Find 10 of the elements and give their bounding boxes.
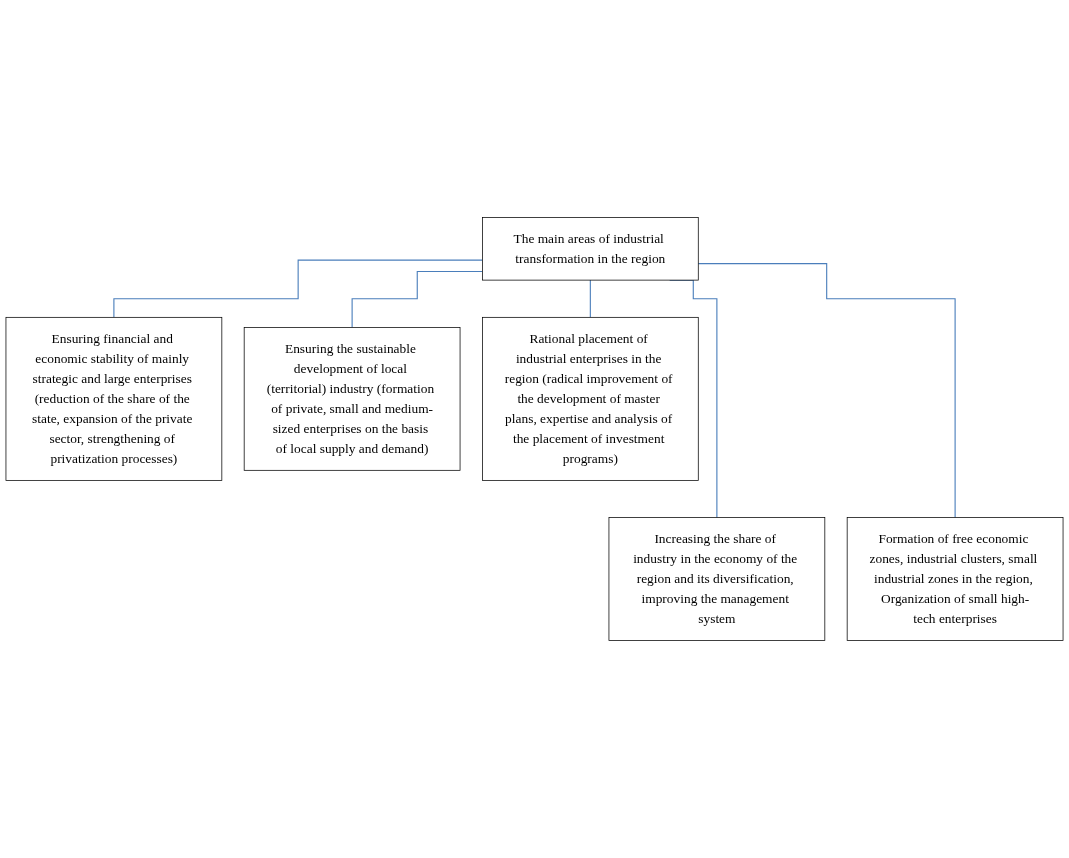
node-box: Formation of free economic zones, industrial clusters, small industrial zones in the region, Organization of small high-tech enterprises bbox=[846, 517, 1064, 641]
node-box: Rational placement of industrial enterprises in the region (radical improvement of the development of master plans, expertise and analysis of the placement of investment programs) bbox=[482, 316, 699, 481]
connector bbox=[113, 259, 483, 318]
node-box: Increasing the share of industry in the economy of the region and its diversification, improving the management system bbox=[608, 517, 826, 641]
connector bbox=[697, 263, 956, 519]
node-box: Ensuring financial and economic stability of mainly strategic and large enterprises (reduction of the share of the state, expansion of the private sector, strengthening of privatization processes) bbox=[5, 316, 223, 481]
node-box: Ensuring the sustainable development of local (territorial) industry (formation of private, small and medium-sized enterprises on the basis of local supply and demand) bbox=[243, 327, 461, 471]
connector bbox=[589, 279, 591, 318]
connector bbox=[351, 270, 483, 328]
node-box: The main areas of industrial transformation in the region bbox=[482, 217, 699, 281]
